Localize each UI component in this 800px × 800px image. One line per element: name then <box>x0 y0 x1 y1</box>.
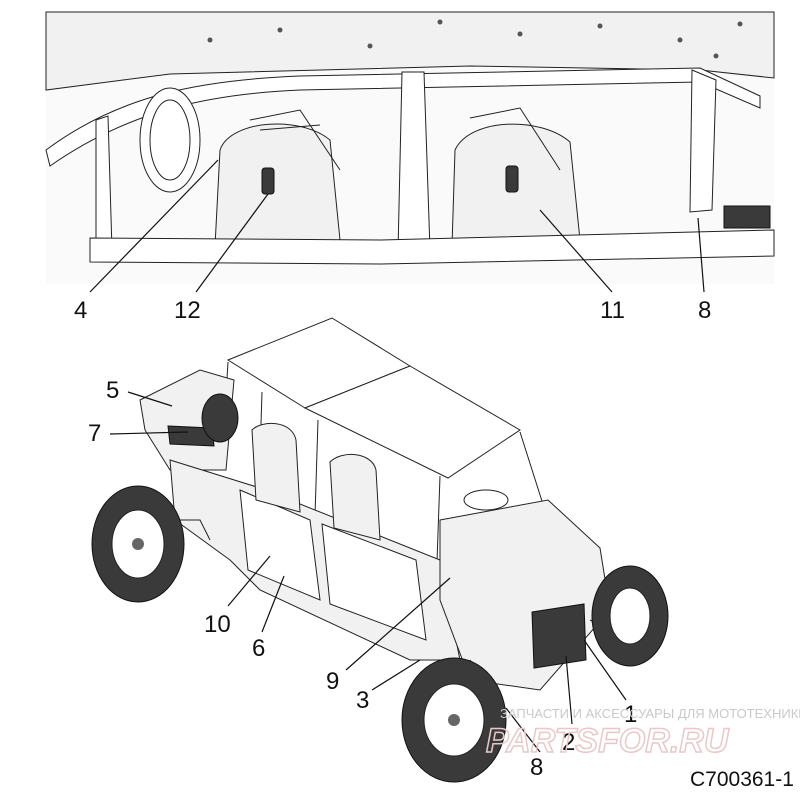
callout-6: 6 <box>252 635 265 662</box>
callout-9: 9 <box>326 668 339 695</box>
watermark: ЗАПЧАСТИ И АКСЕССУАРЫ ДЛЯ МОТОТЕХНИКИ PA… <box>485 706 800 761</box>
callout-1: 1 <box>624 701 637 728</box>
figure-code: C700361-1 <box>690 768 794 791</box>
callout-12-top: 12 <box>174 297 201 324</box>
bottom-callout-labels: 5 7 10 6 9 3 2 1 8 <box>88 377 637 781</box>
callout-8-top: 8 <box>698 297 711 324</box>
watermark-brand: PARTSFOR.RU <box>486 722 730 760</box>
interior-detail-view <box>45 11 775 293</box>
watermark-caption: ЗАПЧАСТИ И АКСЕССУАРЫ ДЛЯ МОТОТЕХНИКИ <box>500 706 800 721</box>
callout-8-bottom: 8 <box>530 754 543 781</box>
callout-3: 3 <box>356 687 369 714</box>
callout-11-top: 11 <box>600 297 625 324</box>
top-callout-labels: 4 12 11 8 <box>74 297 711 324</box>
callout-2: 2 <box>562 729 575 756</box>
callout-10: 10 <box>204 611 231 638</box>
bottom-leader-lines <box>109 391 627 753</box>
callout-5: 5 <box>106 377 119 404</box>
callout-7: 7 <box>88 420 101 447</box>
callout-4-top: 4 <box>74 297 87 324</box>
vehicle-isometric-view <box>91 317 669 783</box>
